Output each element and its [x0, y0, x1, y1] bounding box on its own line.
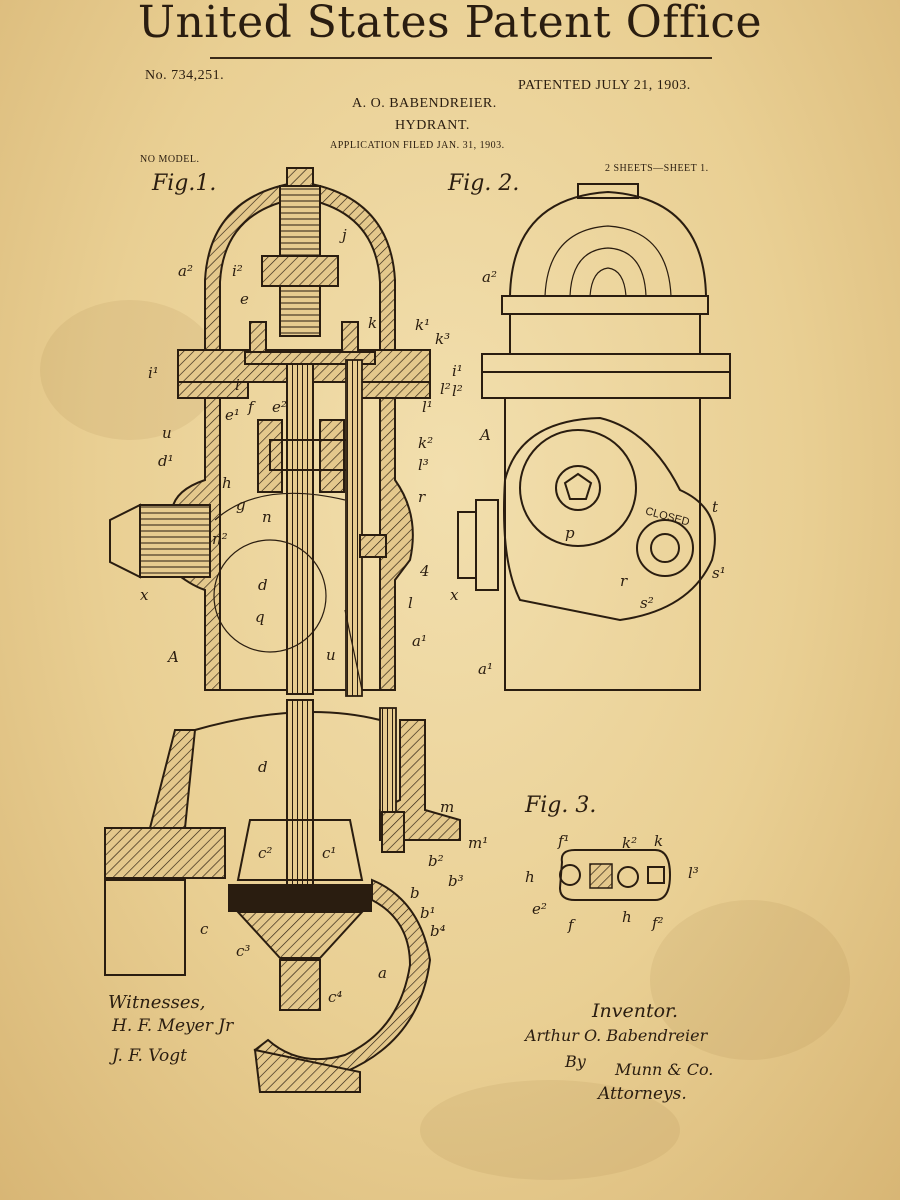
svg-text:b⁴: b⁴ [430, 922, 446, 940]
title-rule [210, 57, 712, 59]
figure-1-section [109, 167, 431, 697]
svg-text:b: b [410, 884, 420, 902]
svg-text:s¹: s¹ [712, 564, 726, 582]
svg-text:q: q [255, 608, 265, 626]
svg-text:k³: k³ [435, 330, 450, 348]
svg-text:a: a [378, 964, 387, 982]
svg-text:a²: a² [178, 262, 193, 280]
svg-text:k¹: k¹ [415, 316, 430, 334]
svg-text:k: k [368, 314, 377, 332]
svg-text:n: n [262, 508, 272, 526]
fig1-labels: a² i² j e k k¹ k³ i¹ i l² l¹ e¹ f e² u d… [140, 226, 451, 666]
svg-text:A: A [166, 648, 179, 666]
fig3-label: Fig. 3. [524, 793, 596, 818]
svg-text:h: h [622, 908, 632, 926]
sheets-note: 2 SHEETS—SHEET 1. [605, 163, 709, 174]
svg-text:i: i [235, 376, 240, 394]
svg-text:u: u [326, 646, 336, 664]
svg-text:h: h [525, 868, 535, 886]
figure-3-link [558, 849, 672, 901]
application-filed: APPLICATION FILED JAN. 31, 1903. [330, 140, 505, 151]
svg-text:c: c [200, 920, 209, 938]
lower-valve-section [104, 699, 461, 1093]
svg-text:b³: b³ [448, 872, 464, 890]
patent-number: No. 734,251. [145, 68, 225, 83]
svg-text:l¹: l¹ [422, 398, 433, 416]
fig2-labels: a² i¹ l² A p t r s² s¹ x a¹ [450, 268, 726, 678]
witness-1-signature: H. F. Meyer Jr [112, 1016, 234, 1036]
lower-labels: d m m¹ c² c¹ b² b³ b b¹ b⁴ c c³ a c⁴ [200, 758, 488, 1006]
inventor-signature: Arthur O. Babendreier [525, 1026, 708, 1045]
closed-text: CLOSED [644, 505, 691, 528]
svg-text:c³: c³ [236, 942, 250, 960]
svg-text:u: u [162, 424, 172, 442]
svg-text:e²: e² [272, 398, 287, 416]
svg-text:j: j [339, 226, 347, 244]
svg-text:x: x [450, 586, 459, 604]
by-label: By [565, 1052, 586, 1071]
svg-text:p: p [565, 524, 575, 542]
svg-text:s²: s² [640, 594, 654, 612]
svg-text:c¹: c¹ [322, 844, 336, 862]
fig1-label: Fig.1. [151, 171, 216, 196]
svg-text:d¹: d¹ [158, 452, 174, 470]
svg-text:f: f [567, 916, 576, 934]
no-model: NO MODEL. [140, 154, 200, 165]
svg-text:m¹: m¹ [468, 834, 488, 852]
inventor-label: Inventor. [592, 1000, 679, 1022]
svg-text:b²: b² [428, 852, 444, 870]
svg-text:a¹: a¹ [478, 660, 493, 678]
svg-text:f¹: f¹ [557, 832, 570, 850]
svg-text:e²: e² [532, 900, 547, 918]
svg-text:k²: k² [622, 834, 637, 852]
attorney-signature: Munn & Co. [615, 1060, 714, 1079]
svg-text:b¹: b¹ [420, 904, 436, 922]
patented-date: PATENTED JULY 21, 1903. [518, 78, 691, 93]
svg-text:l²: l² [440, 380, 451, 398]
svg-text:A: A [478, 426, 491, 444]
svg-text:r: r [418, 488, 426, 506]
svg-text:m: m [440, 798, 454, 816]
svg-text:4: 4 [419, 562, 430, 580]
svg-text:k²: k² [418, 434, 433, 452]
fig3-labels: f¹ k² k h l³ e² f h f² [525, 832, 699, 934]
figure-2-elevation [457, 183, 731, 691]
office-title: United States Patent Office [137, 0, 763, 48]
svg-text:a¹: a¹ [412, 632, 427, 650]
svg-text:d: d [258, 758, 268, 776]
svg-text:n²: n² [212, 530, 228, 548]
inventor-name: A. O. BABENDREIER. [352, 96, 497, 111]
svg-text:k: k [654, 832, 663, 850]
witness-2-signature: J. F. Vogt [112, 1046, 187, 1066]
svg-text:l³: l³ [418, 456, 429, 474]
fig2-label: Fig. 2. [447, 171, 519, 196]
witnesses-label: Witnesses, [108, 992, 206, 1013]
attorneys-label: Attorneys. [598, 1084, 687, 1104]
svg-text:g: g [236, 496, 246, 514]
svg-text:i²: i² [232, 262, 243, 280]
paper-stain [650, 900, 850, 1060]
svg-text:r: r [620, 572, 628, 590]
svg-text:h: h [222, 474, 232, 492]
svg-text:f: f [247, 398, 256, 416]
svg-text:e: e [240, 290, 249, 308]
invention-title: HYDRANT. [395, 118, 470, 133]
svg-text:c²: c² [258, 844, 272, 862]
svg-text:x: x [140, 586, 149, 604]
paper-stain [420, 1080, 680, 1180]
svg-text:f²: f² [651, 914, 664, 932]
svg-text:i¹: i¹ [148, 364, 159, 382]
svg-text:t: t [712, 498, 719, 516]
svg-text:d: d [258, 576, 268, 594]
svg-text:c⁴: c⁴ [328, 988, 342, 1006]
svg-text:l²: l² [452, 382, 463, 400]
svg-text:l: l [408, 594, 413, 612]
svg-text:l³: l³ [688, 864, 699, 882]
svg-text:e¹: e¹ [225, 406, 240, 424]
svg-text:a²: a² [482, 268, 497, 286]
svg-text:i¹: i¹ [452, 362, 463, 380]
